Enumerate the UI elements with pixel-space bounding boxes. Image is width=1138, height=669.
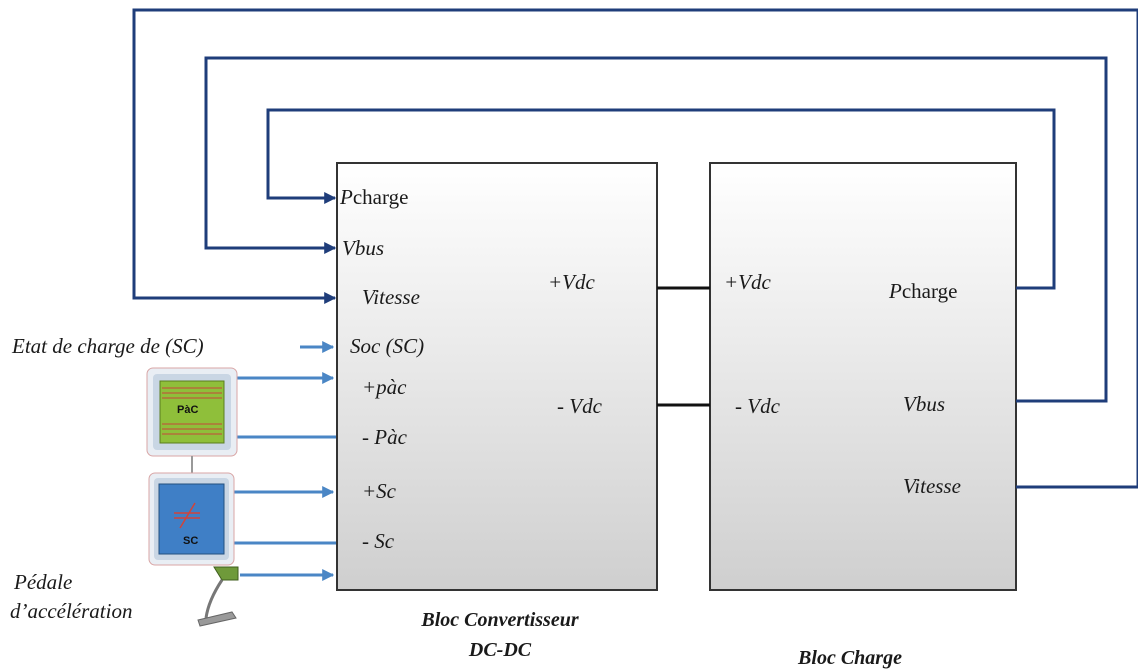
charge-port-vitesse: Vitesse — [903, 474, 961, 498]
charge-port-vdc-plus: +Vdc — [724, 270, 771, 294]
feedback-wire-pcharge — [266, 108, 1056, 290]
converter-caption-line2: DC-DC — [468, 639, 532, 661]
charge-port-vbus: Vbus — [903, 392, 945, 416]
soc-external-label: Etat de charge de (SC) — [12, 334, 204, 358]
pedal-label-line2: d’accélération — [10, 599, 133, 623]
converter-port-vdc-minus: - Vdc — [557, 394, 602, 418]
feedback-wire-vitesse — [132, 8, 1138, 489]
pac-icon-label: PàC — [177, 404, 199, 416]
charge-port-pcharge-rest: charge — [901, 279, 958, 303]
converter-port-pcharge: Pcharge — [340, 187, 408, 208]
converter-block — [336, 162, 658, 591]
converter-port-vdc-plus: +Vdc — [548, 270, 595, 294]
converter-port-sc-minus: - Sc — [362, 529, 395, 553]
converter-port-soc: Soc (SC) — [350, 334, 425, 358]
pedal-icon — [197, 566, 239, 627]
converter-port-pcharge-p: P — [340, 185, 353, 209]
converter-port-sc-plus: +Sc — [362, 479, 396, 503]
feedback-wire-vbus — [204, 56, 1108, 403]
charge-port-vdc-minus: - Vdc — [735, 394, 780, 418]
converter-port-pac-minus: - Pàc — [362, 425, 407, 449]
charge-port-pcharge-p: P — [889, 279, 902, 303]
charge-caption: Bloc Charge — [798, 647, 902, 669]
converter-port-pcharge-rest: charge — [352, 185, 409, 209]
supercapacitor-icon — [148, 472, 235, 566]
converter-port-vitesse: Vitesse — [362, 285, 420, 309]
fuel-cell-icon — [146, 367, 238, 457]
converter-caption-line1: Bloc Convertisseur — [421, 609, 579, 631]
charge-block — [709, 162, 1017, 591]
pedal-label-line1: Pédale — [14, 570, 73, 594]
charge-port-pcharge: Pcharge — [889, 281, 957, 302]
converter-port-pac-plus: +pàc — [362, 375, 407, 399]
converter-port-vbus: Vbus — [342, 236, 384, 260]
sc-icon-label: SC — [183, 535, 199, 547]
